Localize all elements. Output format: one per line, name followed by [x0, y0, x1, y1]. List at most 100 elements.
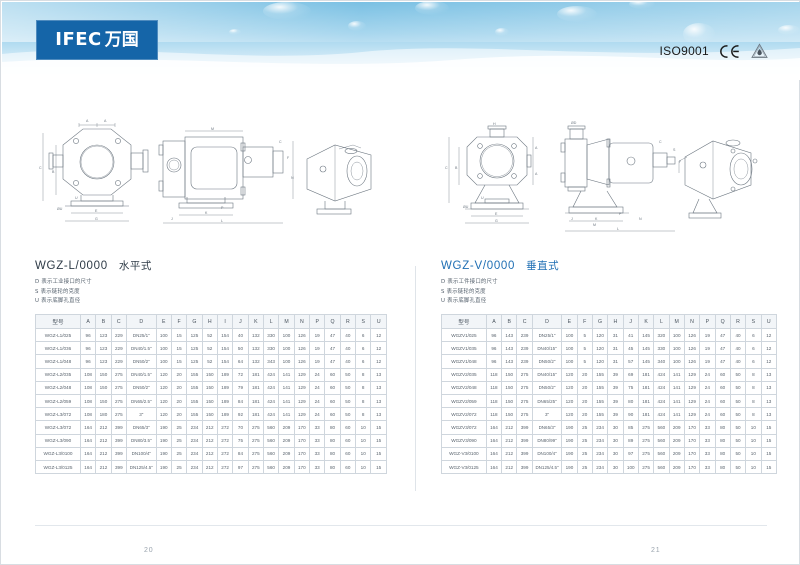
cell-Q: 80 — [714, 420, 731, 435]
cell-F: 5 — [576, 354, 593, 369]
drawing-front-view: A A C B E G ØU U — [39, 119, 149, 222]
section-vertical: C B A A H U ØU E G — [441, 113, 778, 475]
svg-text:J: J — [171, 217, 173, 221]
cell-L: 320 — [653, 328, 670, 343]
cell-P: 24 — [308, 380, 326, 395]
cell-A: 118 — [485, 393, 503, 409]
cell-S: 6 — [355, 354, 372, 369]
cell-Q: 47 — [324, 354, 341, 369]
cell-P: 24 — [308, 393, 326, 409]
cell-C: 275 — [110, 407, 127, 422]
cell-C: 399 — [110, 459, 127, 475]
company-logo: IFEC 万国 — [36, 20, 158, 60]
cell-model: WGZV3/072 — [441, 420, 487, 435]
cell-H: 150 — [201, 380, 218, 395]
svg-text:U: U — [481, 196, 484, 200]
cell-P: 19 — [308, 328, 326, 343]
cell-H: 212 — [201, 433, 218, 448]
cell-U: 13 — [760, 380, 778, 395]
cell-D: 3" — [125, 407, 157, 422]
cell-R: 60 — [339, 459, 357, 475]
cell-P: 33 — [699, 433, 716, 448]
cell-S: 10 — [745, 459, 762, 475]
cell-U: 13 — [760, 407, 778, 422]
cell-U: 12 — [370, 354, 387, 369]
section-model-code: WGZ-L/0000 — [35, 260, 108, 272]
cell-U: 13 — [370, 393, 387, 409]
cell-E: 120 — [155, 380, 172, 395]
cell-B: 150 — [501, 393, 518, 409]
cell-C: 399 — [110, 446, 127, 461]
cell-model: WGZ-L3/072 — [35, 420, 81, 435]
cell-E: 120 — [155, 367, 172, 382]
cell-M: 209 — [668, 446, 685, 461]
cell-B: 150 — [501, 367, 518, 382]
cell-S: 8 — [355, 393, 372, 409]
cell-E: 120 — [155, 393, 172, 409]
cell-D: DN25/1" — [531, 328, 563, 343]
cell-R: 50 — [729, 433, 747, 448]
cell-S: 6 — [745, 354, 762, 369]
section-type-label: 垂直式 — [526, 260, 560, 272]
cell-F: 20 — [576, 380, 593, 395]
cell-D: DN40/1.5" — [125, 341, 157, 356]
cell-model: WGZ-L2/059 — [35, 393, 81, 409]
svg-text:N: N — [291, 176, 294, 180]
cell-U: 12 — [760, 354, 778, 369]
svg-text:M: M — [211, 127, 214, 131]
note-key: U — [441, 298, 446, 305]
cell-N: 129 — [683, 407, 701, 422]
svg-text:P: P — [221, 206, 224, 210]
cell-E: 100 — [155, 328, 172, 343]
cell-H: 39 — [607, 380, 624, 395]
cell-L: 340 — [653, 354, 670, 369]
svg-text:S: S — [673, 148, 676, 152]
cell-M: 100 — [278, 328, 295, 343]
cell-C: 239 — [516, 354, 533, 369]
cell-M: 141 — [278, 393, 295, 409]
cell-M: 209 — [278, 420, 295, 435]
cell-E: 190 — [155, 420, 172, 435]
cell-I: 272 — [216, 433, 234, 448]
cell-E: 120 — [561, 407, 578, 422]
cell-D: DN65/25" — [531, 393, 563, 409]
cell-F: 25 — [576, 420, 593, 435]
cell-C: 399 — [110, 433, 127, 448]
column-header-A: A — [79, 314, 97, 330]
column-header-L: L — [262, 314, 280, 330]
cell-L: 424 — [653, 393, 670, 409]
cell-F: 25 — [576, 459, 593, 475]
cell-L: 424 — [262, 367, 280, 382]
cell-G: 155 — [186, 380, 203, 395]
technical-drawing-group-horizontal: A A C B E G ØU U — [39, 119, 372, 224]
cell-model: WGZ-L3/072 — [35, 407, 81, 422]
cell-L: 330 — [262, 341, 280, 356]
cell-K: 132 — [247, 341, 264, 356]
cell-K: 275 — [247, 420, 264, 435]
cell-B: 143 — [501, 354, 518, 369]
cell-G: 125 — [186, 354, 203, 369]
column-header-B: B — [501, 314, 518, 330]
cell-model: WGZV2/035 — [441, 367, 487, 382]
cell-C: 399 — [516, 459, 533, 475]
cell-B: 212 — [95, 420, 112, 435]
column-header-D: D — [125, 314, 157, 330]
footer-divider — [35, 525, 767, 526]
cell-P: 24 — [699, 393, 716, 409]
cell-I: 272 — [216, 446, 234, 461]
cell-G: 120 — [591, 341, 609, 356]
cell-N: 170 — [293, 446, 311, 461]
svg-text:A: A — [535, 146, 538, 150]
cell-A: 118 — [485, 367, 503, 382]
cell-J: 100 — [622, 459, 639, 475]
cell-A: 96 — [485, 341, 503, 356]
svg-text:P: P — [619, 212, 622, 216]
